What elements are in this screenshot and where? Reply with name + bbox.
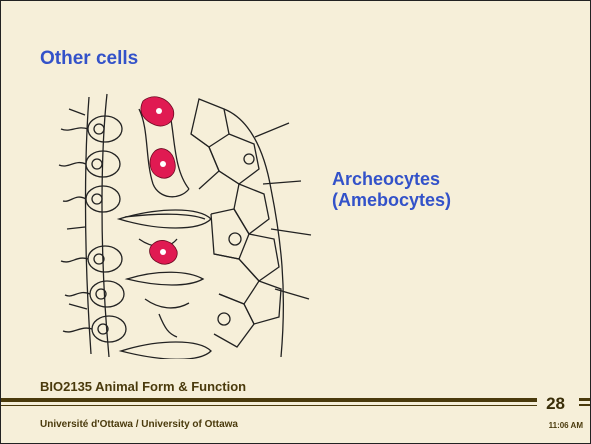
footer-rule-thin <box>1 405 537 406</box>
archeocytes-label: Archeocytes (Amebocytes) <box>332 169 451 211</box>
slide-title: Other cells <box>40 48 138 70</box>
page-number: 28 <box>546 394 565 414</box>
sponge-cell-diagram-icon <box>49 89 321 359</box>
footer-university: Université d'Ottawa / University of Otta… <box>40 419 238 430</box>
footer-rule-right-top <box>579 398 590 401</box>
footer-rule-right-bottom <box>579 404 590 406</box>
slide-time: 11:06 AM <box>549 421 583 430</box>
footer-rule-thick <box>1 398 537 402</box>
label-line-2: (Amebocytes) <box>332 190 451 211</box>
course-title: BIO2135 Animal Form & Function <box>40 379 246 394</box>
label-line-1: Archeocytes <box>332 169 451 190</box>
